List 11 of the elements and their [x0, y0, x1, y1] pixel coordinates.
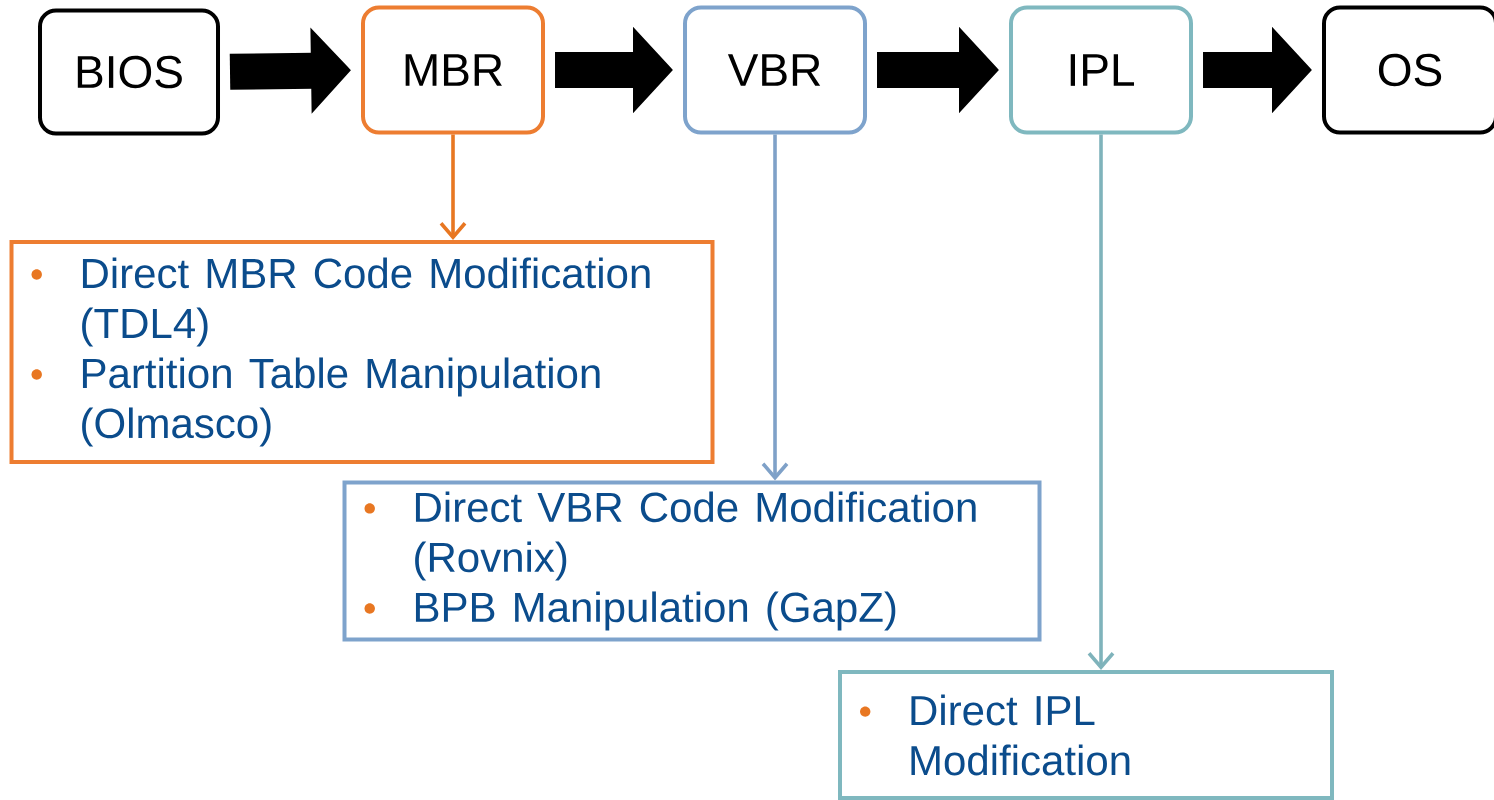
stage-box: BIOS: [38, 8, 220, 136]
stage-box: VBR: [683, 5, 867, 135]
arrow: [761, 134, 789, 481]
note-box: Direct MBR Code Modification (TDL4) Partition Table Manipulation (Olmasco): [9, 240, 715, 464]
note-box: Direct IPL Modification: [838, 670, 1334, 800]
stage-box: OS: [1322, 5, 1494, 135]
note-box: Direct VBR Code Modification (Rovnix) BPB Manipulation (GapZ): [342, 480, 1042, 642]
stage-box: MBR: [361, 5, 545, 135]
stage-box: IPL: [1009, 5, 1193, 135]
arrow: [439, 134, 467, 240]
arrow: [1087, 134, 1115, 670]
